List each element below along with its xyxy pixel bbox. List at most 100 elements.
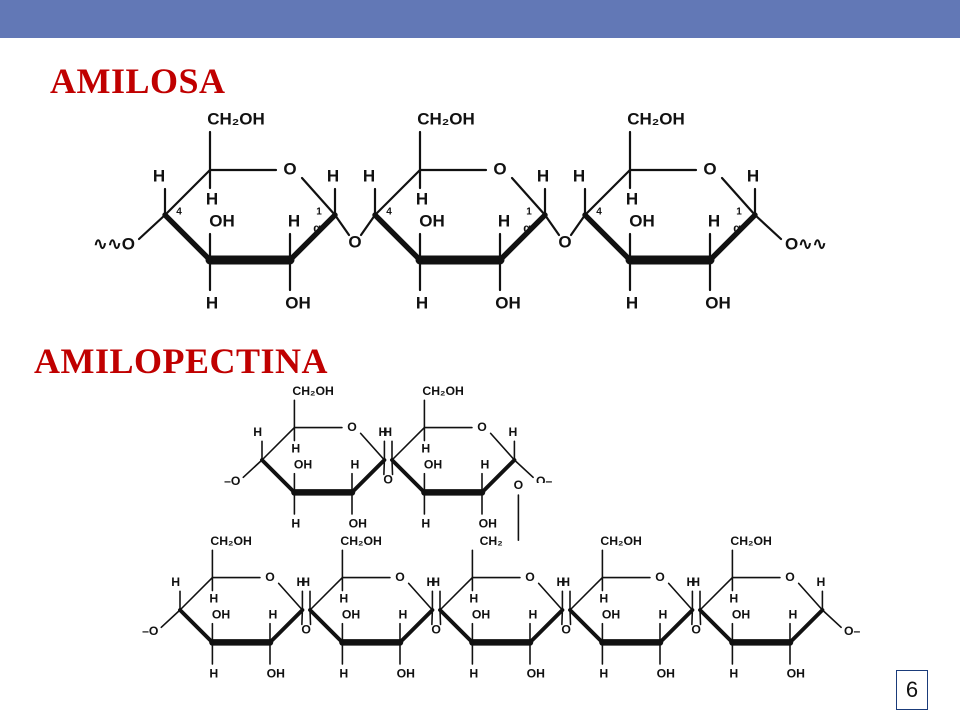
alpha-marker: α <box>313 221 321 235</box>
glycosidic-bond <box>383 459 386 476</box>
glycosidic-oxygen: O <box>383 472 393 486</box>
hydrogen-atom: H <box>421 441 430 455</box>
hydroxyl-group: OH <box>349 516 368 530</box>
hydrogen-atom: H <box>209 666 218 680</box>
ring-bond <box>163 168 212 217</box>
ring-oxygen: O <box>703 159 716 178</box>
hydrogen-atom: H <box>171 575 180 589</box>
carbon-number-4: 4 <box>176 207 182 218</box>
ring-bond <box>373 168 422 217</box>
hydrogen-atom: H <box>498 211 510 230</box>
page-number: 6 <box>896 670 928 710</box>
ring-bond <box>569 576 604 611</box>
hydrogen-atom: H <box>327 166 339 185</box>
chain-end-bond <box>160 609 181 629</box>
ring-oxygen: O <box>283 159 296 178</box>
hydroxyl-group: OH <box>419 211 445 230</box>
hydroxyl-group: OH <box>787 666 806 680</box>
carbon-number-1: 1 <box>736 207 742 218</box>
glycosidic-bond <box>431 609 434 626</box>
glycosidic-bond <box>333 213 351 237</box>
hydrogen-atom: H <box>339 591 348 605</box>
hydroxyl-group: OH <box>732 607 751 621</box>
ring-bond-front <box>372 212 423 263</box>
hydrogen-atom: H <box>561 575 570 589</box>
title-amilosa: AMILOSA <box>50 61 226 101</box>
chain-end-left: –O <box>224 474 240 488</box>
ch2oh-group: CH₂OH <box>207 109 265 128</box>
label-backdrop <box>520 483 545 501</box>
ring-bond <box>309 576 344 611</box>
top-accent-bar <box>0 0 960 38</box>
glycosidic-bond <box>359 213 377 237</box>
hydrogen-atom: H <box>350 457 359 471</box>
glycosidic-bond <box>543 213 561 237</box>
hydrogen-atom: H <box>817 575 826 589</box>
ring-bond <box>359 432 386 461</box>
ring-bond <box>439 576 474 611</box>
hydrogen-atom: H <box>626 189 638 208</box>
ring-bond <box>537 582 564 611</box>
ring-bond <box>720 176 757 217</box>
ring-bond <box>699 576 734 611</box>
hydrogen-atom: H <box>747 166 759 185</box>
ring-bond-front <box>260 458 297 495</box>
glycosidic-oxygen: O <box>558 232 571 251</box>
hydrogen-atom: H <box>469 591 478 605</box>
hydroxyl-group: OH <box>397 666 416 680</box>
ring-bond-front <box>178 608 215 645</box>
chain-end-bond <box>821 609 842 629</box>
glycosidic-bond <box>569 213 587 237</box>
ch2oh-group: CH₂OH <box>340 534 382 548</box>
hydroxyl-group: OH <box>602 607 621 621</box>
hydrogen-atom: H <box>288 211 300 230</box>
chain-end-left: –O <box>142 624 158 638</box>
hydrogen-atom: H <box>599 591 608 605</box>
hydrogen-atom: H <box>480 457 489 471</box>
glycosidic-oxygen: O <box>348 232 361 251</box>
glycosidic-bond <box>309 609 312 626</box>
hydrogen-atom: H <box>268 607 277 621</box>
chain-end-bond <box>137 213 167 241</box>
carbon-number-4: 4 <box>596 207 602 218</box>
ring-oxygen: O <box>477 420 487 434</box>
page-number-label: 6 <box>905 677 919 702</box>
hydrogen-atom: H <box>416 293 428 312</box>
hydrogen-atom: H <box>469 666 478 680</box>
glycosidic-oxygen: O <box>431 622 441 636</box>
hydroxyl-group: OH <box>629 211 655 230</box>
hydroxyl-group: OH <box>294 457 313 471</box>
glycosidic-oxygen: O <box>561 622 571 636</box>
hydroxyl-group: OH <box>479 516 498 530</box>
ring-bond-front <box>582 212 633 263</box>
hydrogen-atom: H <box>528 607 537 621</box>
ring-bond-front <box>390 458 427 495</box>
ring-bond <box>391 426 426 461</box>
chain-end-left: ∿∿O <box>93 234 135 253</box>
ring-bond-front <box>350 458 387 495</box>
hydrogen-atom: H <box>301 575 310 589</box>
glycosidic-bond <box>699 609 702 626</box>
hydrogen-atom: H <box>626 293 638 312</box>
hydrogen-atom: H <box>573 166 585 185</box>
carbon-number-1: 1 <box>316 207 322 218</box>
chain-end-right: O∿∿ <box>785 234 827 253</box>
ring-bond-front <box>788 608 825 645</box>
chain-end-right: O– <box>844 624 861 638</box>
alpha-marker: α <box>523 221 531 235</box>
ring-bond-front <box>658 608 695 645</box>
hydrogen-atom: H <box>729 666 738 680</box>
ring-oxygen: O <box>347 420 357 434</box>
ring-bond-front <box>707 212 758 263</box>
ring-bond-front <box>568 608 605 645</box>
hydrogen-atom: H <box>557 575 566 589</box>
ring-bond-front <box>528 608 565 645</box>
ring-bond <box>489 432 516 461</box>
ring-bond-front <box>497 212 548 263</box>
ch2oh-group: CH₂OH <box>627 109 685 128</box>
hydroxyl-group: OH <box>657 666 676 680</box>
carbon-number-4: 4 <box>386 207 392 218</box>
chain-end-bond <box>242 459 263 479</box>
branch-link-oxygen: O <box>514 478 524 492</box>
